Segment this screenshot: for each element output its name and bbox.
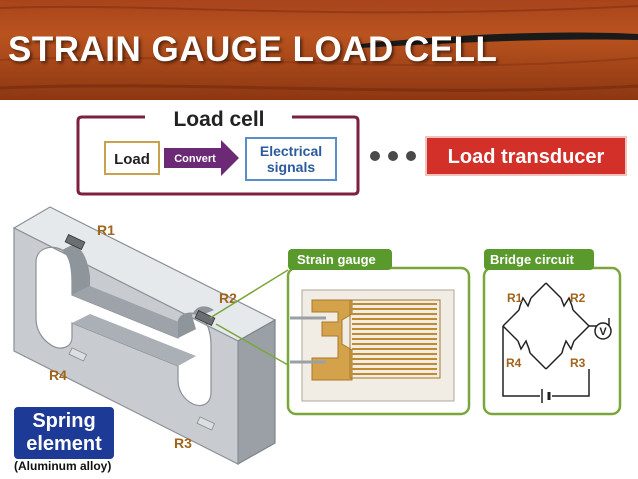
load-transducer-label: Load transducer: [448, 146, 605, 168]
load-cell-diagram: Load cell Load Convert Electrical signal…: [12, 108, 627, 466]
gauge-r4-patch: [68, 347, 88, 362]
load-cell-frame: [76, 115, 360, 196]
bridge-label-r1: R1: [507, 291, 523, 305]
spring-element-label: Spring element: [14, 407, 114, 459]
label-r3: R3: [174, 435, 192, 451]
gauge-foil-grid: [352, 303, 437, 375]
battery-symbol: [541, 389, 551, 403]
label-r4: R4: [49, 367, 67, 383]
gauge-foil-tabs: [311, 299, 353, 381]
electrical-label: Electrical: [260, 143, 322, 159]
convert-arrow: [164, 140, 239, 176]
electrical-signals-box: [245, 137, 337, 181]
load-cell-flow: Load cell Load Convert Electrical signal…: [76, 108, 627, 196]
material-label: (Aluminum alloy): [14, 459, 112, 473]
beam-bottom: [72, 314, 196, 366]
block-front-face: [13, 227, 239, 465]
spring-element-block: [12, 206, 277, 466]
load-label: Load: [114, 151, 150, 168]
gauge-r2-patch: [194, 310, 216, 326]
block-right-face: [237, 318, 276, 466]
wood-texture: [0, 5, 638, 92]
resistor-r1-symbol: [518, 296, 532, 311]
callout-lines: [209, 269, 289, 366]
resistor-r3-symbol: [561, 339, 575, 354]
strain-gauge-title: Strain gauge: [297, 252, 376, 267]
label-r1: R1: [97, 222, 115, 238]
bridge-circuit-title-bg: [484, 249, 594, 270]
resistor-r4-symbol: [517, 339, 531, 354]
strain-gauge-panel: Strain gauge: [286, 249, 471, 416]
bridge-circuit-panel: Bridge circuit V R1 R2 R3 R4: [482, 249, 622, 416]
resistor-r2-symbol: [560, 296, 574, 311]
load-cell-title: Load cell: [173, 108, 264, 131]
load-transducer-box: [425, 136, 627, 176]
strain-gauge-title-bg: [288, 249, 392, 270]
load-box: [104, 141, 160, 175]
header-banner: STRAIN GAUGE LOAD CELL: [0, 0, 638, 100]
beam-top: [72, 286, 196, 338]
voltmeter-label: V: [599, 326, 607, 338]
hole-left-inner: [62, 244, 90, 295]
gauge-r3-patch: [196, 416, 216, 431]
gauge-r1-patch: [64, 234, 86, 250]
ellipsis-dots: [370, 151, 416, 161]
page-title: STRAIN GAUGE LOAD CELL: [8, 30, 498, 69]
spring-label-line1: Spring: [32, 410, 96, 432]
spring-label-line2: element: [26, 433, 102, 455]
bridge-label-r2: R2: [570, 291, 586, 305]
gauge-grid-outline: [349, 299, 441, 379]
bridge-circuit-title: Bridge circuit: [490, 252, 574, 267]
voltmeter-symbol: [594, 322, 612, 340]
convert-label: Convert: [174, 153, 216, 165]
bridge-label-r3: R3: [570, 356, 586, 370]
bridge-label-r4: R4: [506, 356, 522, 370]
hole-right-inner: [178, 306, 214, 338]
signals-label: signals: [267, 159, 315, 175]
label-r2: R2: [219, 290, 237, 306]
